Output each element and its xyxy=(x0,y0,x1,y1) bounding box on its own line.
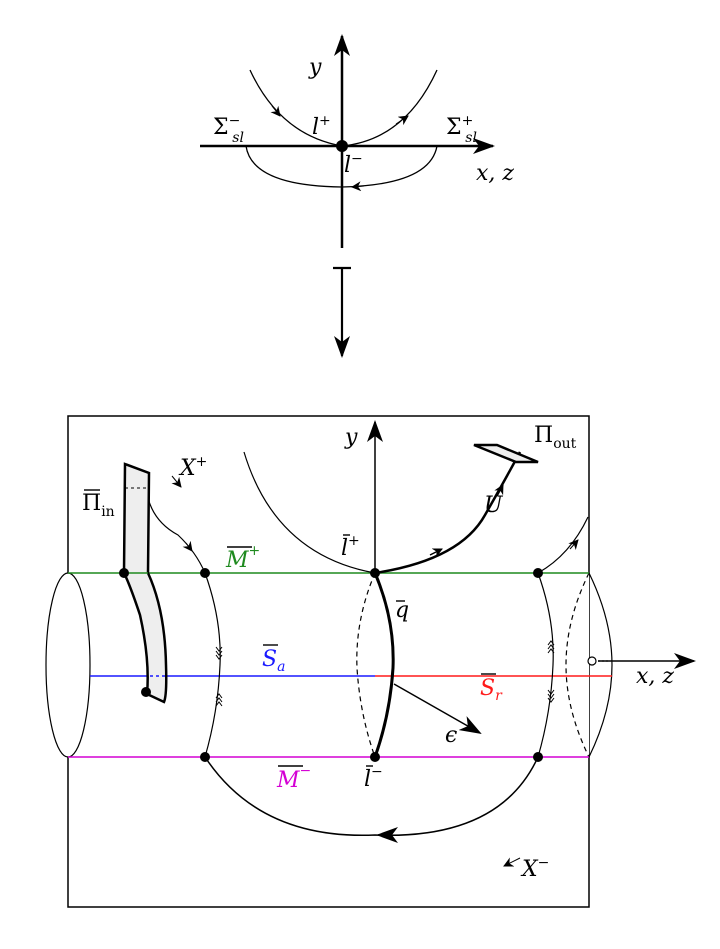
u-trajectory xyxy=(374,451,522,575)
s-r-label: Sr xyxy=(480,676,503,704)
pi-out-label: Πout xyxy=(534,423,577,452)
pi-in-trajectory xyxy=(145,487,206,574)
point-left-bottom xyxy=(200,752,210,762)
top-l-minus-label: l− xyxy=(344,151,363,178)
point-l-plus xyxy=(370,568,380,578)
left-orbit-arc xyxy=(204,572,221,758)
point-pi-in-bottom xyxy=(141,687,151,697)
top-l-plus-label: l+ xyxy=(312,113,331,140)
l-bar-plus-label: l+ xyxy=(341,533,360,561)
axis-origin-hollow xyxy=(587,656,597,666)
left-arc-arrows xyxy=(215,646,223,707)
top-sigma-plus-label: Σ+sl xyxy=(446,113,477,146)
bottom-blowup-diagram: y x, z Πin Πout X+ X− M+ Sa Sr M− l+ l− … xyxy=(45,415,696,908)
top-upper-arrow-right xyxy=(395,115,409,126)
x-plus-label: X+ xyxy=(178,454,207,481)
q-bar-label: q xyxy=(395,598,409,623)
l-bar-minus-label: l− xyxy=(364,764,383,792)
right-orbit-arc xyxy=(537,572,554,758)
incoming-trajectory xyxy=(243,451,376,574)
top-lower-arrow xyxy=(351,181,365,192)
right-arc-arrows xyxy=(547,640,555,703)
pi-in-label: Πin xyxy=(82,491,115,520)
bottom-xz-label: x, z xyxy=(636,664,674,689)
top-y-label: y xyxy=(308,55,322,80)
s-a-label: Sa xyxy=(262,647,285,675)
pi-in-section xyxy=(122,462,168,704)
top-origin-point xyxy=(336,140,348,152)
point-pi-in-top xyxy=(119,568,129,578)
point-left-top xyxy=(200,568,210,578)
point-right-bottom xyxy=(533,752,543,762)
top-upper-trajectory xyxy=(249,69,438,147)
cylinder-left-end xyxy=(45,572,91,758)
m-minus-label: M− xyxy=(276,763,311,793)
m-plus-label: M+ xyxy=(225,543,260,573)
epsilon-arrow xyxy=(393,683,482,734)
top-phase-portrait: y x, z Σ−sl Σ+sl l+ l− xyxy=(200,34,514,248)
x-plus-arrow xyxy=(171,475,182,488)
top-sigma-minus-label: Σ−sl xyxy=(213,113,244,146)
exit-trajectory xyxy=(537,516,589,574)
top-upper-arrow-left xyxy=(270,105,281,117)
map-arrow xyxy=(333,266,351,358)
point-right-top xyxy=(533,568,543,578)
bottom-y-label: y xyxy=(344,425,358,450)
q-bar-orbit xyxy=(373,572,395,758)
x-minus-arrow xyxy=(503,857,521,867)
epsilon-label: ϵ xyxy=(445,723,457,748)
u-label: U xyxy=(484,493,504,518)
x-minus-label: X− xyxy=(520,855,549,882)
cylinder-right-end xyxy=(588,572,613,758)
return-trajectory xyxy=(204,756,539,837)
top-xz-label: x, z xyxy=(476,161,514,186)
top-lower-trajectory xyxy=(245,145,438,188)
pi-out-section xyxy=(473,443,539,464)
point-l-minus xyxy=(370,752,380,762)
